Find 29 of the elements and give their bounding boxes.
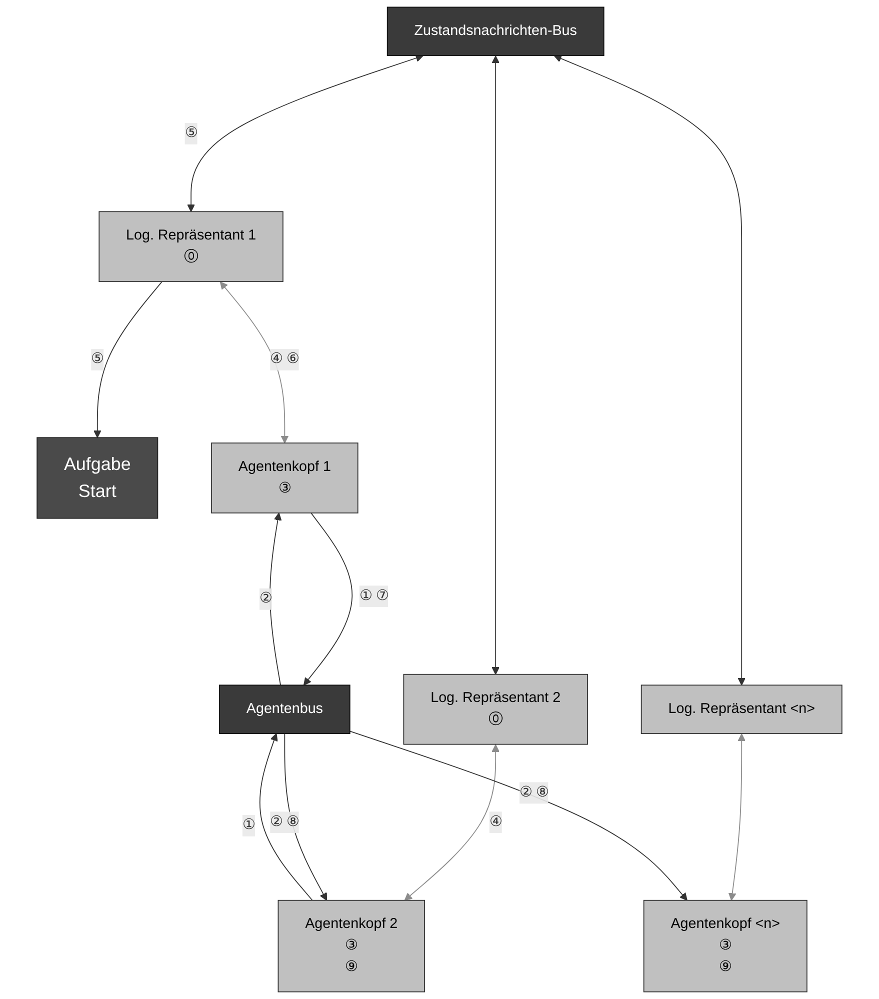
arrow xyxy=(259,733,313,901)
node-box: Aufgabe Start xyxy=(36,437,158,519)
node-box: Agentenkopf 1 ③ xyxy=(211,442,358,514)
arrow xyxy=(492,56,500,675)
edge-label: ⑤ xyxy=(91,352,104,367)
node-box: Agentenbus xyxy=(219,684,350,734)
arrow xyxy=(349,730,688,901)
node-box: Log. Repräsentant <n> xyxy=(640,684,842,734)
arrow xyxy=(93,281,162,438)
edge-label: ② ⑧ xyxy=(520,784,549,800)
arrow xyxy=(404,744,500,901)
arrow xyxy=(728,734,746,901)
arrow xyxy=(220,282,289,444)
arrow xyxy=(187,54,424,212)
edge-label: ① xyxy=(242,818,255,833)
node-box: Log. Repräsentant 1 ⓪ xyxy=(98,211,284,282)
arrow xyxy=(554,54,746,686)
edge-label: ② ⑧ xyxy=(270,814,300,830)
edge-label: ④ ⑥ xyxy=(270,352,300,367)
arrow xyxy=(303,512,353,686)
arrow xyxy=(270,512,282,686)
edge-label: ① ⑦ xyxy=(359,588,388,604)
node-box: Log. Repräsentant 2 ⓪ xyxy=(403,674,588,745)
edge-label: ④ xyxy=(489,814,502,830)
edge-label: ② xyxy=(259,591,272,606)
node-box: Agentenkopf 2 ③ ⑨ xyxy=(278,900,425,992)
node-box: Agentenkopf <n> ③ ⑨ xyxy=(643,900,808,992)
node-box: Zustandsnachrichten-Bus xyxy=(386,6,604,56)
edge-label: ⑤ xyxy=(184,126,198,141)
